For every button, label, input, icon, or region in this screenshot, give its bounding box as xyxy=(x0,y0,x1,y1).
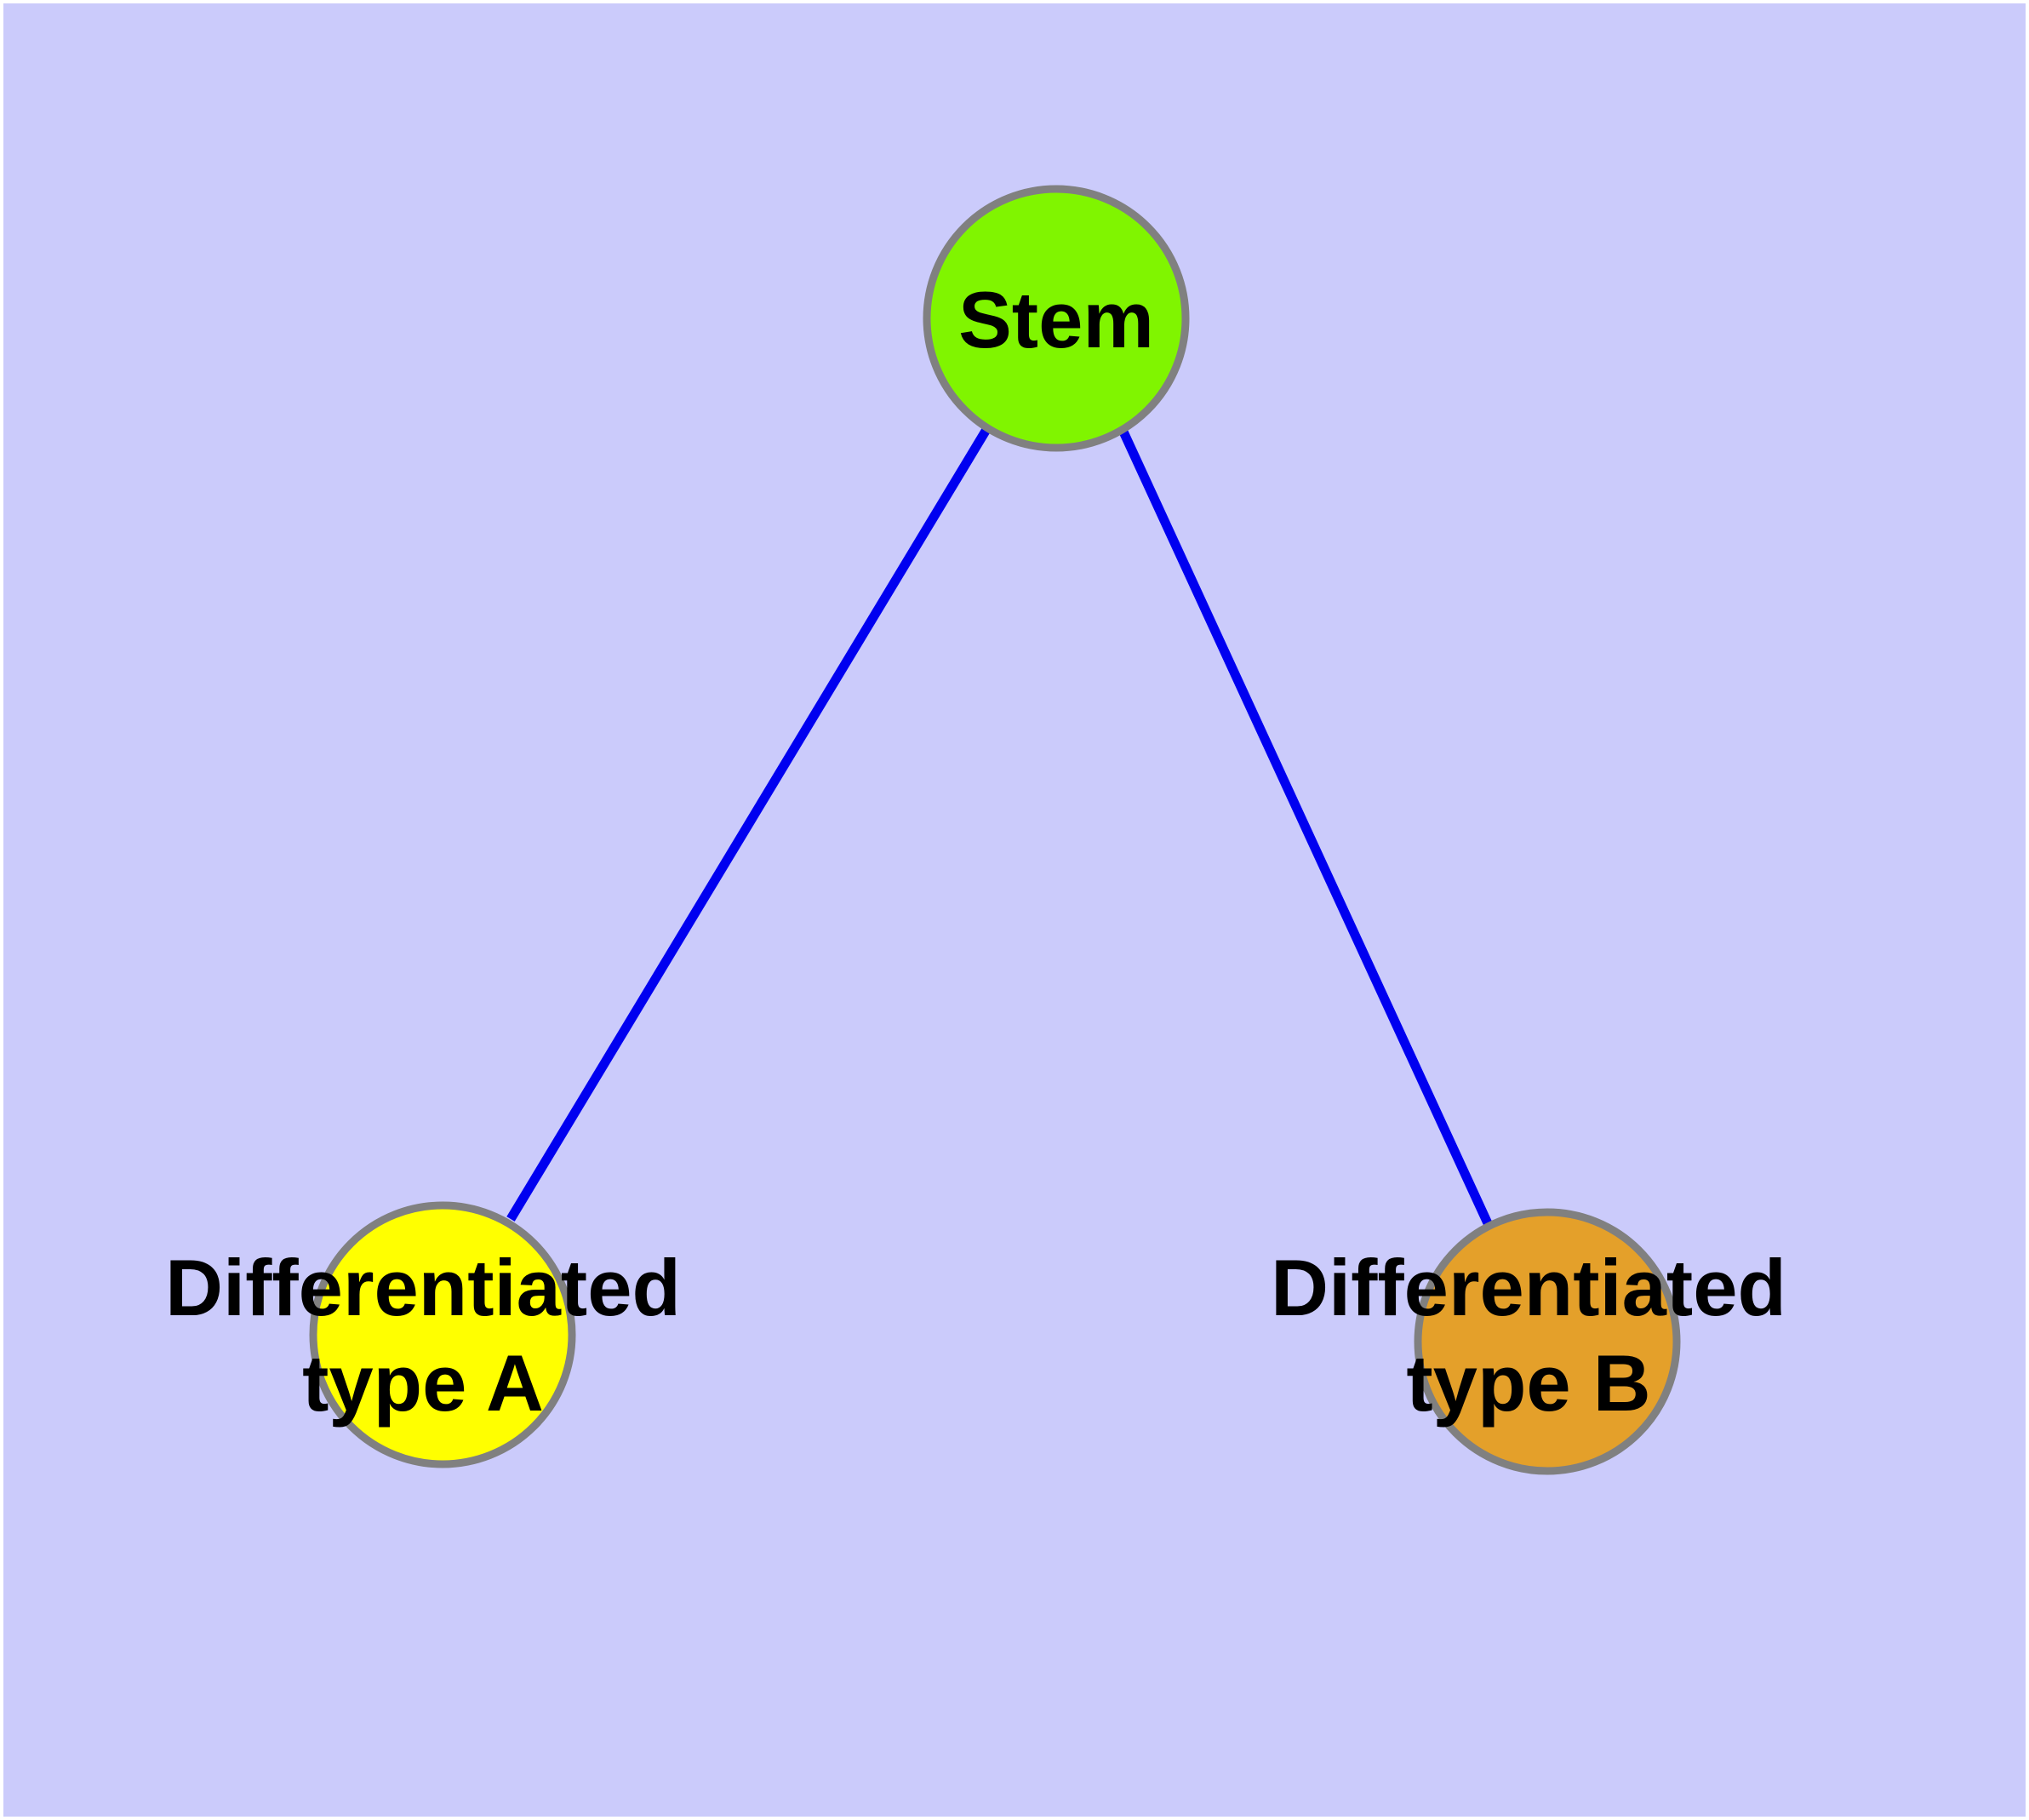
node-label-stem: Stem xyxy=(958,275,1154,364)
node-diff_a[interactable] xyxy=(309,1201,576,1468)
label-line: type A xyxy=(302,1338,544,1428)
label-line: Differentiated xyxy=(1271,1243,1786,1332)
node-diff_b[interactable] xyxy=(1414,1208,1681,1475)
nodes-group xyxy=(309,185,1681,1475)
edge-stem-diff_a xyxy=(506,426,992,1222)
edge-stem-diff_b xyxy=(1118,427,1492,1226)
label-line: Stem xyxy=(958,275,1154,364)
label-line: type B xyxy=(1406,1338,1650,1428)
node-stem[interactable] xyxy=(923,185,1190,452)
label-line: Differentiated xyxy=(165,1243,681,1332)
edges-group xyxy=(506,426,1492,1226)
